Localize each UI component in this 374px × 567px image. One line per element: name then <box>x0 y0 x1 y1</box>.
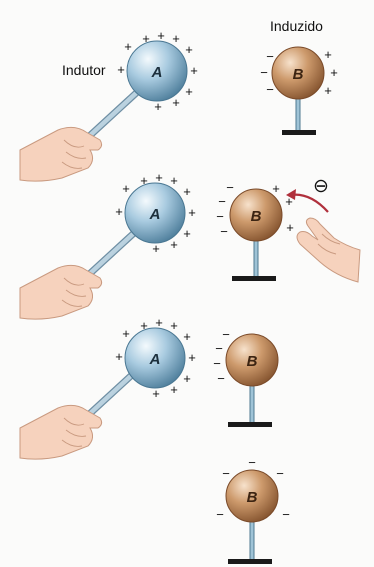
plus-sign: + <box>152 386 160 401</box>
plus-sign: + <box>155 170 163 185</box>
minus-sign: − <box>222 327 230 342</box>
plus-sign: + <box>115 349 123 364</box>
panel-step-4: B − − − − − <box>216 455 290 564</box>
minus-sign: − <box>220 224 228 239</box>
plus-sign: + <box>170 318 178 333</box>
plus-sign: + <box>142 31 150 46</box>
minus-sign: − <box>266 49 274 64</box>
inductor-label: Indutor <box>62 62 106 78</box>
plus-sign: + <box>124 39 132 54</box>
hand-icon <box>20 405 102 459</box>
plus-sign: + <box>330 65 338 80</box>
minus-sign: − <box>215 341 223 356</box>
plus-sign: + <box>117 62 125 77</box>
plus-sign: + <box>172 95 180 110</box>
insulating-stand <box>282 98 316 135</box>
plus-sign: + <box>272 181 280 196</box>
plus-sign: + <box>183 184 191 199</box>
minus-sign: − <box>282 507 290 522</box>
plus-sign: + <box>122 181 130 196</box>
plus-sign: + <box>170 382 178 397</box>
plus-sign: + <box>185 42 193 57</box>
minus-sign: − <box>216 507 224 522</box>
minus-sign: − <box>260 65 268 80</box>
plus-sign: + <box>324 83 332 98</box>
sphere-b-label: B <box>293 66 304 83</box>
plus-sign: + <box>115 204 123 219</box>
sphere-a-label: A <box>149 206 161 223</box>
plus-sign: + <box>170 237 178 252</box>
plus-sign: + <box>188 350 196 365</box>
sphere-b-label: B <box>247 353 258 370</box>
induced-label: Induzido <box>270 18 323 34</box>
minus-sign: − <box>276 466 284 481</box>
plus-sign: + <box>154 99 162 114</box>
plus-sign: + <box>172 31 180 46</box>
plus-sign: + <box>122 326 130 341</box>
plus-sign: + <box>140 173 148 188</box>
plus-sign: + <box>170 173 178 188</box>
panel-step-1: Indutor Induzido A + + + + + + + + + + <box>20 18 338 181</box>
panel-step-3: A + + + + + + + + + + B − − − − <box>20 315 278 459</box>
plus-sign: + <box>324 47 332 62</box>
plus-sign: + <box>183 226 191 241</box>
minus-sign: − <box>217 371 225 386</box>
panel-step-2: A + + + + + + + + + + B − − − − + + + <box>20 170 360 319</box>
insulating-stand <box>228 520 272 564</box>
plus-sign: + <box>152 241 160 256</box>
plus-sign: + <box>140 318 148 333</box>
sphere-b-label: B <box>247 489 258 506</box>
hand-icon <box>20 127 102 181</box>
sphere-b-label: B <box>251 208 262 225</box>
plus-sign: + <box>157 28 165 43</box>
hand-icon <box>20 265 102 319</box>
plus-sign: + <box>183 371 191 386</box>
minus-sign: − <box>248 455 256 470</box>
plus-sign: + <box>185 84 193 99</box>
plus-sign: + <box>190 63 198 78</box>
minus-sign: − <box>218 194 226 209</box>
grounding-hand-icon <box>297 218 360 282</box>
minus-sign: − <box>216 209 224 224</box>
plus-sign: + <box>188 205 196 220</box>
insulating-stand <box>232 240 276 281</box>
electron-symbol: ⊖ <box>313 176 329 197</box>
sphere-a-label: A <box>151 64 163 81</box>
plus-sign: + <box>183 329 191 344</box>
minus-sign: − <box>213 356 221 371</box>
minus-sign: − <box>226 180 234 195</box>
minus-sign: − <box>222 466 230 481</box>
plus-sign: + <box>286 220 294 235</box>
plus-sign: + <box>155 315 163 330</box>
insulating-stand <box>228 384 272 427</box>
minus-sign: − <box>266 82 274 97</box>
sphere-a-label: A <box>149 351 161 368</box>
